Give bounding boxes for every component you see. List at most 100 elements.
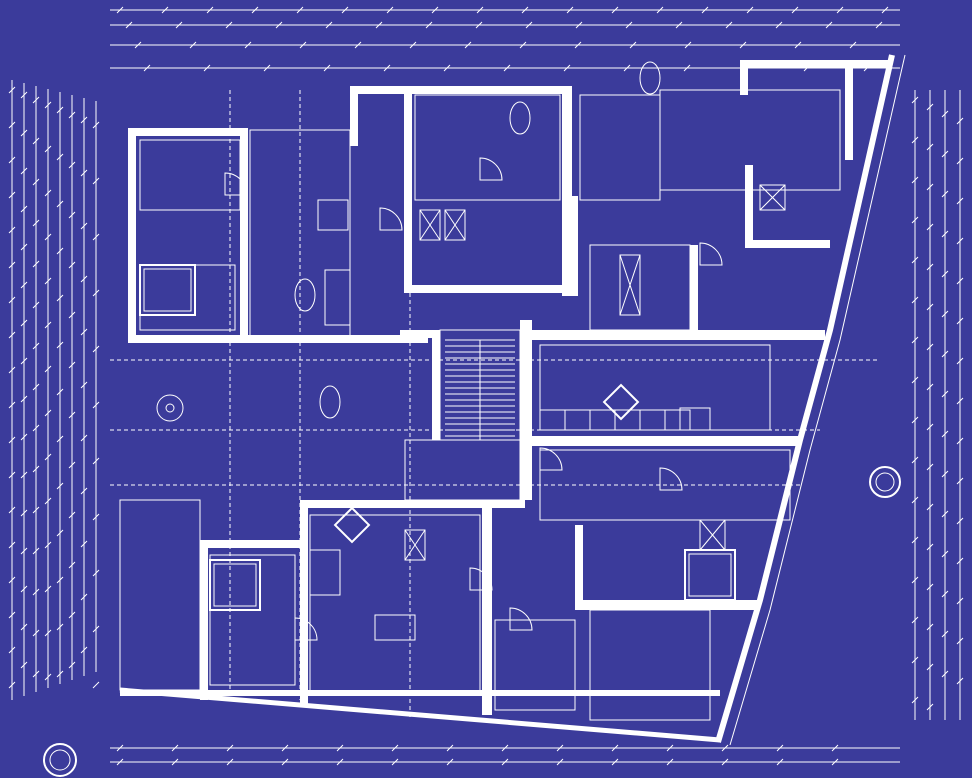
dimension-tick	[926, 583, 934, 591]
dimension-tick	[701, 6, 709, 14]
dimension-tick	[8, 541, 16, 549]
shaft-box	[419, 209, 441, 241]
dimension-tick	[32, 629, 40, 637]
dimension-tick	[325, 21, 333, 29]
dimension-tick	[926, 343, 934, 351]
dimension-tick	[956, 397, 964, 405]
bed	[139, 264, 196, 316]
dimension-tick	[275, 21, 283, 29]
wall	[120, 690, 720, 696]
dimension-tick	[80, 540, 88, 548]
dimension-tick	[386, 6, 394, 14]
wall	[128, 128, 248, 136]
dimension-tick	[171, 758, 179, 766]
room-outline	[309, 514, 481, 696]
dimension-tick	[56, 529, 64, 537]
dimension-tick	[20, 91, 28, 99]
dimension-tick	[92, 289, 100, 297]
dimension-tick	[80, 275, 88, 283]
dimension-tick	[251, 6, 259, 14]
door-swing	[659, 467, 683, 491]
dimension-tick	[941, 150, 949, 158]
room-outline	[659, 89, 841, 191]
sink-icon	[639, 61, 661, 95]
dimension-tick	[575, 21, 583, 29]
dimension-tick	[941, 550, 949, 558]
room-outline	[494, 619, 576, 711]
dimension-tick	[525, 21, 533, 29]
dimension-tick	[8, 86, 16, 94]
bed-inner	[688, 553, 732, 597]
dimension-tick	[116, 758, 124, 766]
dimension-tick	[44, 233, 52, 241]
dimension-tick	[92, 345, 100, 353]
section-marker-icon	[869, 466, 901, 498]
dimension-tick	[425, 21, 433, 29]
dimension-tick	[941, 350, 949, 358]
door-swing	[294, 617, 318, 641]
dimension-tick	[80, 593, 88, 601]
dimension-tick	[836, 6, 844, 14]
dimension-tick	[32, 219, 40, 227]
dimension-tick	[68, 211, 76, 219]
dimension-tick	[375, 21, 383, 29]
wall	[520, 320, 532, 500]
dimension-tick	[391, 744, 399, 752]
dimension-tick	[666, 744, 674, 752]
dimension-tick	[68, 361, 76, 369]
wall	[300, 505, 308, 705]
dimension-tick	[56, 388, 64, 396]
dimension-tick	[44, 145, 52, 153]
wall	[482, 500, 492, 715]
dimension-tick	[56, 341, 64, 349]
room-outline	[209, 554, 296, 686]
dimension-tick	[956, 357, 964, 365]
dimension-tick	[443, 64, 451, 72]
dimension-tick	[911, 656, 919, 664]
dimension-tick	[776, 758, 784, 766]
dimension-tick	[68, 111, 76, 119]
shaft-box	[619, 254, 641, 316]
dimension-tick	[44, 629, 52, 637]
dimension-tick	[611, 758, 619, 766]
dimension-tick	[849, 41, 857, 49]
dimension-tick	[574, 41, 582, 49]
sink-icon	[319, 385, 341, 419]
wall	[845, 60, 853, 160]
dimension-tick	[68, 561, 76, 569]
dimension-tick	[32, 260, 40, 268]
walls	[119, 54, 906, 746]
dimension-tick	[881, 6, 889, 14]
dimension-tick	[926, 463, 934, 471]
dimension-tick	[956, 557, 964, 565]
dimension-tick	[32, 506, 40, 514]
dimension-tick	[80, 646, 88, 654]
room-outline	[589, 609, 711, 721]
shaft-box	[444, 209, 466, 241]
dimension-tick	[926, 143, 934, 151]
dimension-tick	[941, 230, 949, 238]
dimension-tick	[956, 237, 964, 245]
dimension-tick	[44, 321, 52, 329]
wall	[530, 436, 800, 446]
counter-unit	[589, 409, 616, 431]
wall	[740, 60, 890, 68]
door-swing	[509, 607, 533, 631]
dimension-tick	[171, 744, 179, 752]
table	[324, 269, 351, 326]
wall	[745, 165, 753, 240]
table	[374, 614, 416, 641]
dimension-tick	[956, 117, 964, 125]
dimension-tick	[32, 178, 40, 186]
dimension-tick	[683, 64, 691, 72]
dimension-tick	[8, 506, 16, 514]
dimension-tick	[956, 157, 964, 165]
dimension-tick	[911, 96, 919, 104]
dimension-tick	[623, 64, 631, 72]
wall	[570, 196, 578, 296]
dimension-tick	[68, 661, 76, 669]
dimension-tick	[911, 416, 919, 424]
dimension-tick	[323, 64, 331, 72]
dimension-tick	[875, 21, 883, 29]
